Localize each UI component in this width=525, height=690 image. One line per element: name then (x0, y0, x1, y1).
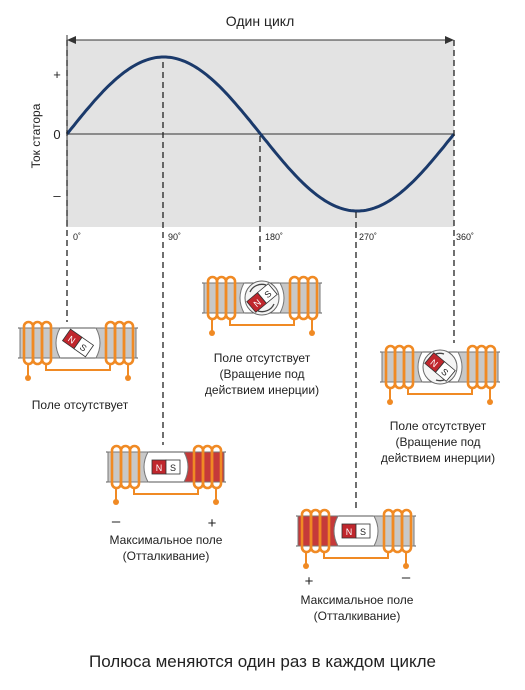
terminal (403, 563, 409, 569)
footer-caption: Полюса меняются один раз в каждом цикле (88, 652, 437, 671)
terminal (387, 399, 393, 405)
polarity-plus: + (305, 573, 314, 590)
magnet-south (165, 459, 181, 475)
magnet-north-label: N (346, 527, 353, 537)
state-label-180: действием инерции) (205, 383, 319, 397)
terminal (209, 330, 215, 336)
y-tick-minus: – (53, 188, 61, 203)
bridge-wire (45, 364, 111, 371)
state-label-90: (Отталкивание) (123, 549, 210, 563)
rotation-arrow (249, 283, 267, 293)
y-axis-label: Ток статора (29, 103, 43, 168)
state-label-0: Поле отсутствует (32, 398, 129, 412)
terminal (213, 499, 219, 505)
rotor-magnet: NS (61, 328, 95, 358)
terminal (487, 399, 493, 405)
polarity-minus: – (112, 513, 121, 530)
terminal (309, 330, 315, 336)
state-label-180: Поле отсутствует (214, 351, 311, 365)
cycle-arrow-right (445, 36, 454, 44)
terminal (25, 375, 31, 381)
cycle-arrow-left (67, 36, 76, 44)
state-label-360: Поле отсутствует (390, 419, 487, 433)
state-label-180: (Вращение под (219, 367, 304, 381)
stator-current-wave (65, 55, 456, 213)
magnet-south (355, 523, 371, 539)
chart-title: Один цикл (226, 13, 294, 29)
magnet-north-label: N (252, 297, 263, 309)
x-tick-label: 90˚ (168, 232, 181, 242)
magnet-south (73, 336, 95, 358)
stator-pole-left (203, 282, 245, 314)
state-label-270: (Отталкивание) (314, 609, 401, 623)
magnet-north-label: N (428, 357, 439, 369)
magnet-south-label: S (439, 367, 450, 379)
x-tick-label: 360˚ (456, 232, 474, 242)
x-tick-label: 180˚ (265, 232, 283, 242)
magnet-south (256, 283, 278, 304)
state-label-360: (Вращение под (395, 435, 480, 449)
stator-pole-left (107, 451, 149, 483)
stator-pole-left (297, 515, 339, 547)
rotor-magnet: NS (246, 283, 278, 313)
x-tick-label: 0˚ (73, 232, 81, 242)
magnet-south-label: S (360, 527, 366, 537)
magnet-south-label: S (262, 289, 273, 301)
terminal (113, 499, 119, 505)
state-label-360: действием инерции) (381, 451, 495, 465)
magnet-north-label: N (156, 463, 163, 473)
bridge-wire (407, 388, 473, 395)
polarity-minus: – (402, 569, 411, 586)
stator-pole-left (381, 351, 423, 383)
rotation-arrow (257, 303, 275, 313)
magnet-south (434, 361, 456, 382)
magnet-south-label: S (170, 463, 176, 473)
motor-state-0: NS (18, 320, 138, 381)
bridge-wire (229, 319, 295, 326)
magnet-north-label: N (66, 334, 77, 346)
y-tick-zero: 0 (53, 127, 60, 142)
stator-pole-left (19, 327, 61, 359)
terminal (303, 563, 309, 569)
motor-state-360: NS (380, 344, 500, 405)
state-label-90: Максимальное поле (110, 533, 223, 547)
bridge-wire (323, 552, 389, 559)
terminal (125, 375, 131, 381)
polarity-plus: + (208, 515, 217, 532)
x-tick-label: 270˚ (359, 232, 377, 242)
bridge-wire (133, 488, 199, 495)
magnet-south-label: S (78, 342, 89, 354)
state-label-270: Максимальное поле (301, 593, 414, 607)
y-tick-plus: + (53, 67, 61, 82)
rotor-magnet: NS (424, 352, 456, 382)
motor-state-180: NS (202, 275, 322, 336)
